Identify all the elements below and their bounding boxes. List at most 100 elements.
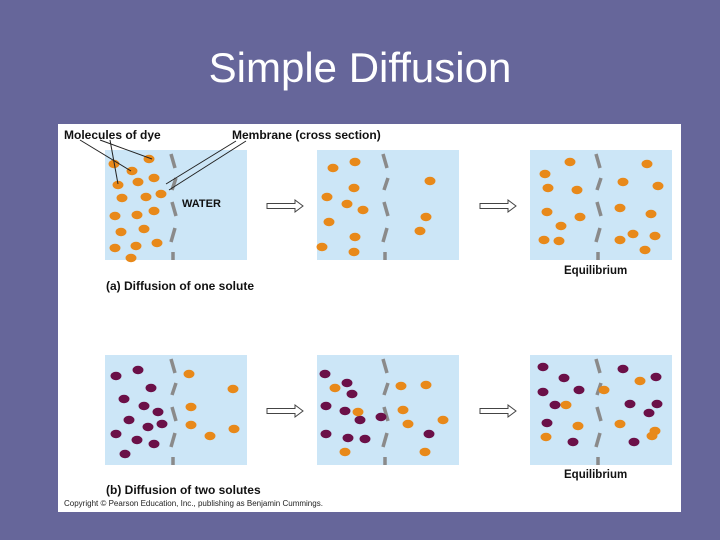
dye-molecule: [572, 421, 584, 431]
dye-molecule: [634, 376, 646, 386]
diffusion-illustration: [79, 139, 672, 465]
solute-molecule: [131, 435, 143, 445]
membrane-label: Membrane (cross section): [232, 128, 381, 142]
membrane-segment: [382, 406, 390, 422]
solute-molecule: [537, 362, 549, 372]
solute-molecule: [558, 373, 570, 383]
dye-molecule: [540, 432, 552, 442]
dye-molecule: [555, 221, 567, 231]
dye-molecule: [571, 185, 583, 195]
dye-molecule: [138, 224, 150, 234]
dye-molecule: [564, 157, 576, 167]
solute-molecule: [375, 412, 387, 422]
solute-molecule: [643, 408, 655, 418]
caption-b: (b) Diffusion of two solutes: [106, 483, 261, 497]
dye-molecule: [109, 211, 121, 221]
dye-molecule: [402, 419, 414, 429]
dye-molecule: [645, 209, 657, 219]
membrane-segment: [169, 153, 177, 169]
dye-molecule: [598, 385, 610, 395]
dye-molecule: [151, 238, 163, 248]
membrane-segment: [381, 432, 389, 448]
dye-molecule: [115, 227, 127, 237]
dye-molecule: [329, 383, 341, 393]
dye-molecule: [130, 241, 142, 251]
dye-molecule: [321, 192, 333, 202]
dye-molecule: [420, 380, 432, 390]
dye-molecule: [204, 431, 216, 441]
membrane-segment: [594, 432, 602, 448]
dye-molecule: [125, 253, 137, 263]
dye-molecule: [185, 420, 197, 430]
solute-molecule: [341, 378, 353, 388]
membrane-segment: [169, 358, 177, 374]
dye-molecule: [316, 242, 328, 252]
dye-molecule: [185, 402, 197, 412]
dye-molecule: [323, 217, 335, 227]
dye-molecule: [641, 159, 653, 169]
dye-molecule: [639, 245, 651, 255]
membrane-segment: [595, 201, 603, 217]
water-compartment: [317, 150, 459, 260]
solute-molecule: [346, 389, 358, 399]
dye-molecule: [341, 199, 353, 209]
solute-molecule: [537, 387, 549, 397]
membrane-segment: [594, 227, 602, 243]
label-leader-line: [79, 139, 132, 172]
process-arrow: [479, 199, 517, 213]
dye-molecule: [352, 407, 364, 417]
solute-molecule: [320, 429, 332, 439]
dye-molecule: [348, 247, 360, 257]
membrane-segment: [382, 382, 390, 396]
label-leader-line: [168, 140, 247, 191]
solute-molecule: [541, 418, 553, 428]
dye-molecule: [437, 415, 449, 425]
dye-molecule: [132, 177, 144, 187]
solute-molecule: [118, 394, 130, 404]
process-arrow: [479, 404, 517, 418]
solute-molecule: [651, 399, 663, 409]
dye-molecule: [327, 163, 339, 173]
solute-molecule: [617, 364, 629, 374]
dye-molecule: [228, 424, 240, 434]
membrane-segment: [170, 382, 178, 396]
process-arrow: [266, 404, 304, 418]
solute-molecule: [342, 433, 354, 443]
dye-molecule: [349, 157, 361, 167]
solute-molecule: [145, 383, 157, 393]
solute-molecule: [567, 437, 579, 447]
diffusion-figure: Molecules of dye Membrane (cross section…: [58, 124, 681, 512]
membrane-segment: [170, 406, 178, 422]
dye-molecule: [560, 400, 572, 410]
dye-molecule: [140, 192, 152, 202]
dye-molecule: [116, 193, 128, 203]
membrane-segment: [381, 153, 389, 169]
dye-molecule: [109, 243, 121, 253]
solute-molecule: [354, 415, 366, 425]
dye-molecule: [227, 384, 239, 394]
dye-molecule: [414, 226, 426, 236]
label-leader-line: [99, 139, 153, 160]
membrane-segment: [169, 432, 177, 448]
dye-molecule: [542, 183, 554, 193]
dye-molecule: [148, 173, 160, 183]
dye-molecule: [112, 180, 124, 190]
solute-molecule: [320, 401, 332, 411]
solute-molecule: [110, 371, 122, 381]
solute-molecule: [123, 415, 135, 425]
solute-molecule: [359, 434, 371, 444]
dye-molecule: [339, 447, 351, 457]
dye-molecule: [614, 203, 626, 213]
dye-molecule: [148, 206, 160, 216]
solute-molecule: [339, 406, 351, 416]
dye-molecule: [357, 205, 369, 215]
membrane-segment: [169, 227, 177, 243]
solute-molecule: [624, 399, 636, 409]
membrane-segment: [381, 227, 389, 243]
copyright-notice: Copyright © Pearson Education, Inc., pub…: [64, 499, 323, 508]
dye-molecule: [155, 189, 167, 199]
dye-molecule: [539, 169, 551, 179]
solute-molecule: [132, 365, 144, 375]
solute-molecule: [319, 369, 331, 379]
solute-molecule: [138, 401, 150, 411]
